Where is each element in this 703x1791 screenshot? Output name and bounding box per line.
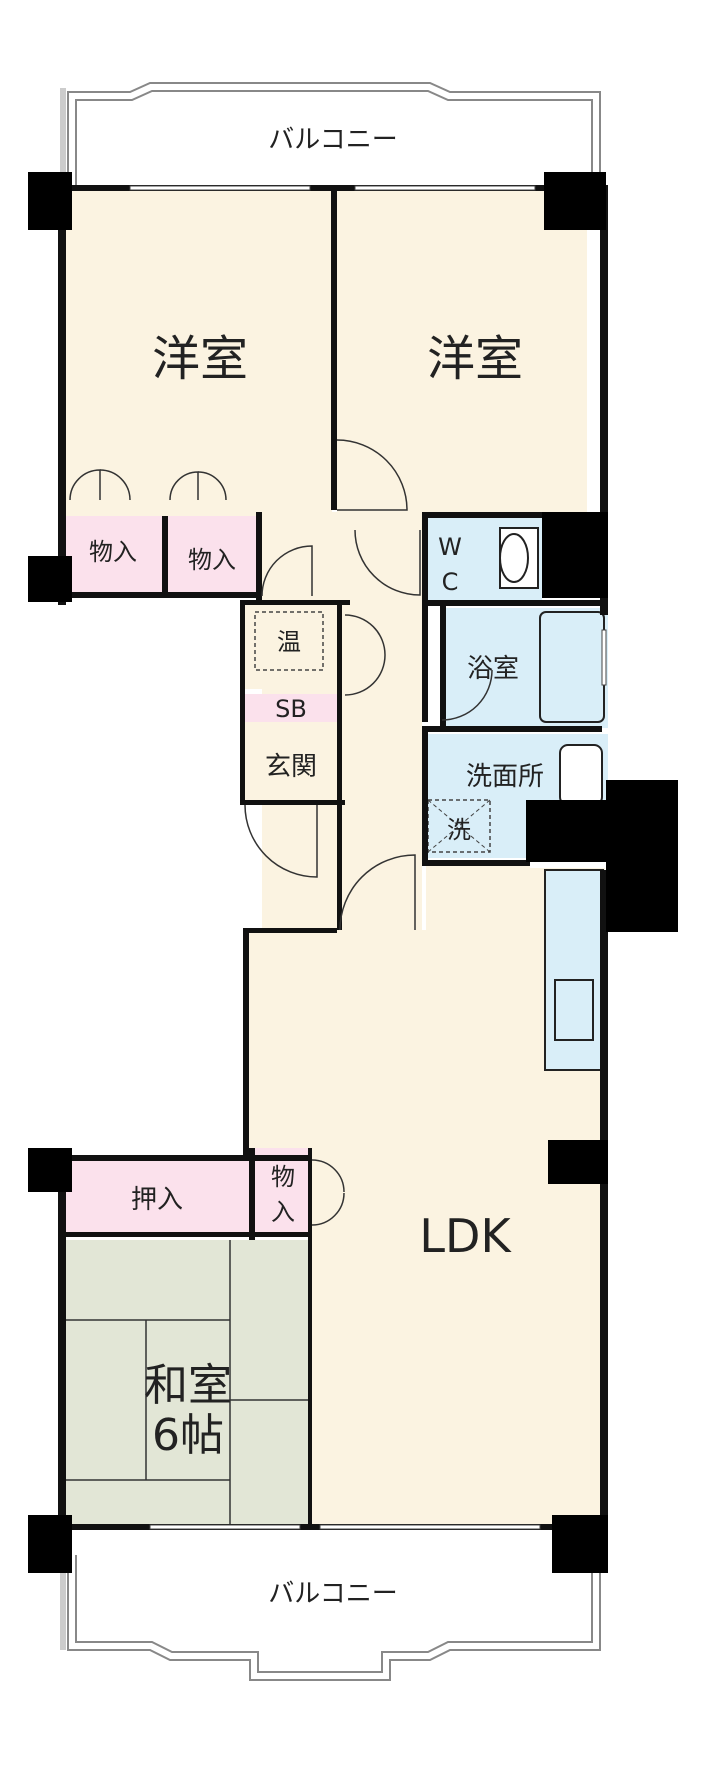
water-heater-label: 温 [277, 628, 301, 656]
balcony-top-label: バルコニー [268, 125, 397, 155]
ldk-label: LDK [419, 1209, 512, 1263]
balcony-top [67, 82, 601, 185]
kitchen-sink [554, 979, 594, 1041]
western-room-left-label: 洋室 [152, 331, 248, 387]
washroom-label: 洗面所 [466, 762, 544, 792]
washer-space [427, 799, 491, 853]
door-swings [69, 439, 493, 1226]
western-room-right-label: 洋室 [427, 331, 523, 387]
closet-ldk-label-2: 入 [271, 1198, 295, 1226]
toilet-bowl [499, 533, 529, 583]
closet-ldk-label-1: 物 [271, 1163, 295, 1191]
tatami-lines [64, 1240, 310, 1524]
entrance-label: 玄関 [265, 752, 317, 782]
columns [28, 172, 678, 1573]
water-heater-fill [245, 605, 337, 689]
shoe-box-fill [243, 694, 339, 722]
wc-label-w: W [438, 533, 462, 561]
closet-left-1-label: 物入 [89, 538, 137, 566]
western-room-right-fill [337, 190, 587, 512]
wc-label-c: C [442, 568, 459, 596]
balcony-left-rail-bottom [60, 1560, 66, 1650]
bathroom-label: 浴室 [467, 654, 519, 684]
japanese-room-fill [64, 1240, 310, 1524]
entrance-fill [243, 722, 339, 800]
washer-label: 洗 [447, 816, 471, 844]
japanese-room-label: 和室 [144, 1360, 232, 1411]
windows [129, 185, 607, 1530]
closet-left-2-label: 物入 [188, 546, 236, 574]
shoe-box-label: SB [275, 695, 307, 723]
bathtub [539, 611, 605, 723]
balcony-left-rail-top [60, 88, 66, 178]
japanese-room-size-label: 6帖 [152, 1410, 224, 1461]
balcony-bottom [67, 1555, 601, 1681]
closet-ldk-fill [255, 1148, 311, 1234]
western-room-left-fill [64, 190, 332, 516]
closet-left-2-fill [168, 516, 256, 592]
oshiire-fill [64, 1160, 250, 1232]
oshiire-label: 押入 [131, 1185, 183, 1215]
washbasin [559, 744, 603, 806]
balcony-bottom-label: バルコニー [268, 1579, 397, 1609]
closet-left-1-fill [64, 516, 162, 592]
